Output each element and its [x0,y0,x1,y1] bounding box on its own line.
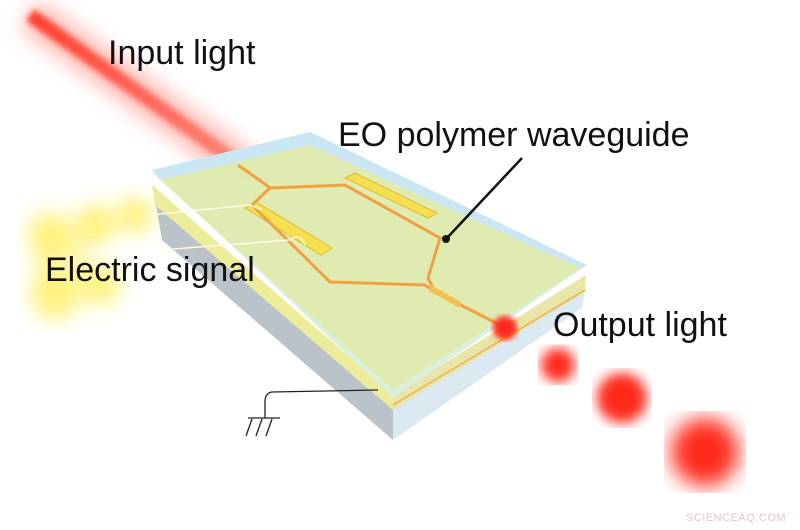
electrodes [244,172,439,256]
watermark: SCIENCEAQ.COM [685,512,786,524]
electric-signal-label: Electric signal [45,251,255,289]
input-light-label: Input light [108,34,256,72]
signal-wires [149,204,306,251]
substrate-front-face [393,290,585,440]
upper-electrode [343,172,439,219]
output-light-label: Output light [553,306,727,344]
polymer-left-face [152,185,393,410]
polymer-top [160,145,580,390]
input-beam [20,1,260,186]
cladding-right-wall [310,132,587,268]
eo-polymer-waveguide-label: EO polymer waveguide [338,116,690,154]
output-electrode-pad [428,285,462,308]
electric-signal-glow [28,197,153,319]
ground-symbol [245,389,379,437]
output-pulses [493,316,739,486]
substrate-left-face [155,200,393,440]
cladding-back-wall [152,132,310,180]
waveguide-pointer [442,157,523,243]
